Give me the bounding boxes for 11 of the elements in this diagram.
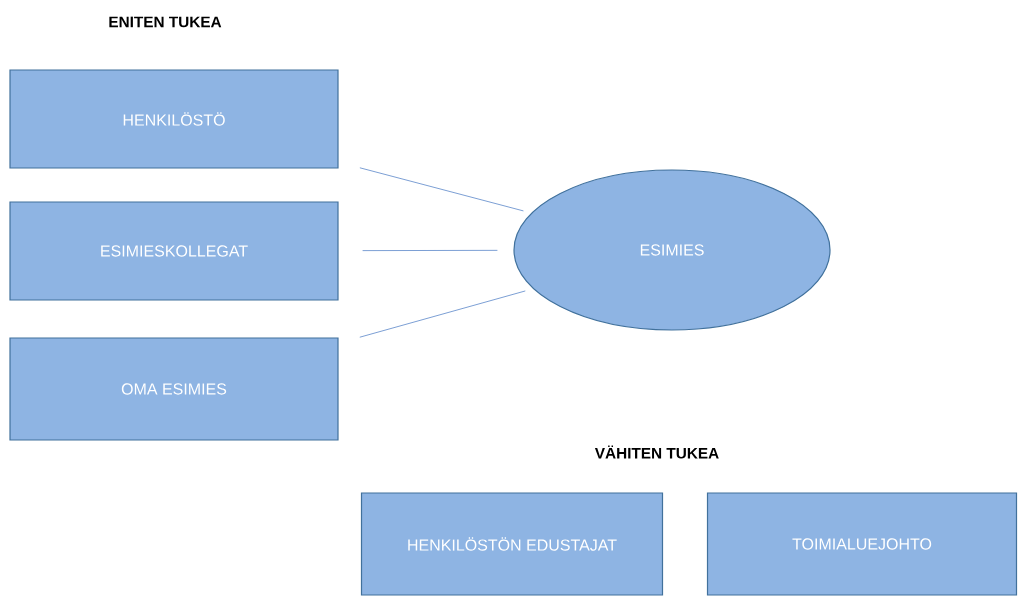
process-box: OMA ESIMIES xyxy=(9,337,339,441)
process-box: HENKILÖSTÖ xyxy=(9,69,339,169)
process-box: ESIMIESKOLLEGAT xyxy=(9,201,339,301)
ellipse-node: ESIMIES xyxy=(513,169,831,331)
connector-line xyxy=(359,167,524,212)
section-heading: VÄHITEN TUKEA xyxy=(594,445,719,459)
process-box: TOIMIALUEJOHTO xyxy=(706,492,1018,596)
process-box: HENKILÖSTÖN EDUSTAJAT xyxy=(360,492,664,596)
connector-line xyxy=(362,249,498,251)
section-heading: ENITEN TUKEA xyxy=(109,16,222,28)
connector-line xyxy=(359,290,526,338)
